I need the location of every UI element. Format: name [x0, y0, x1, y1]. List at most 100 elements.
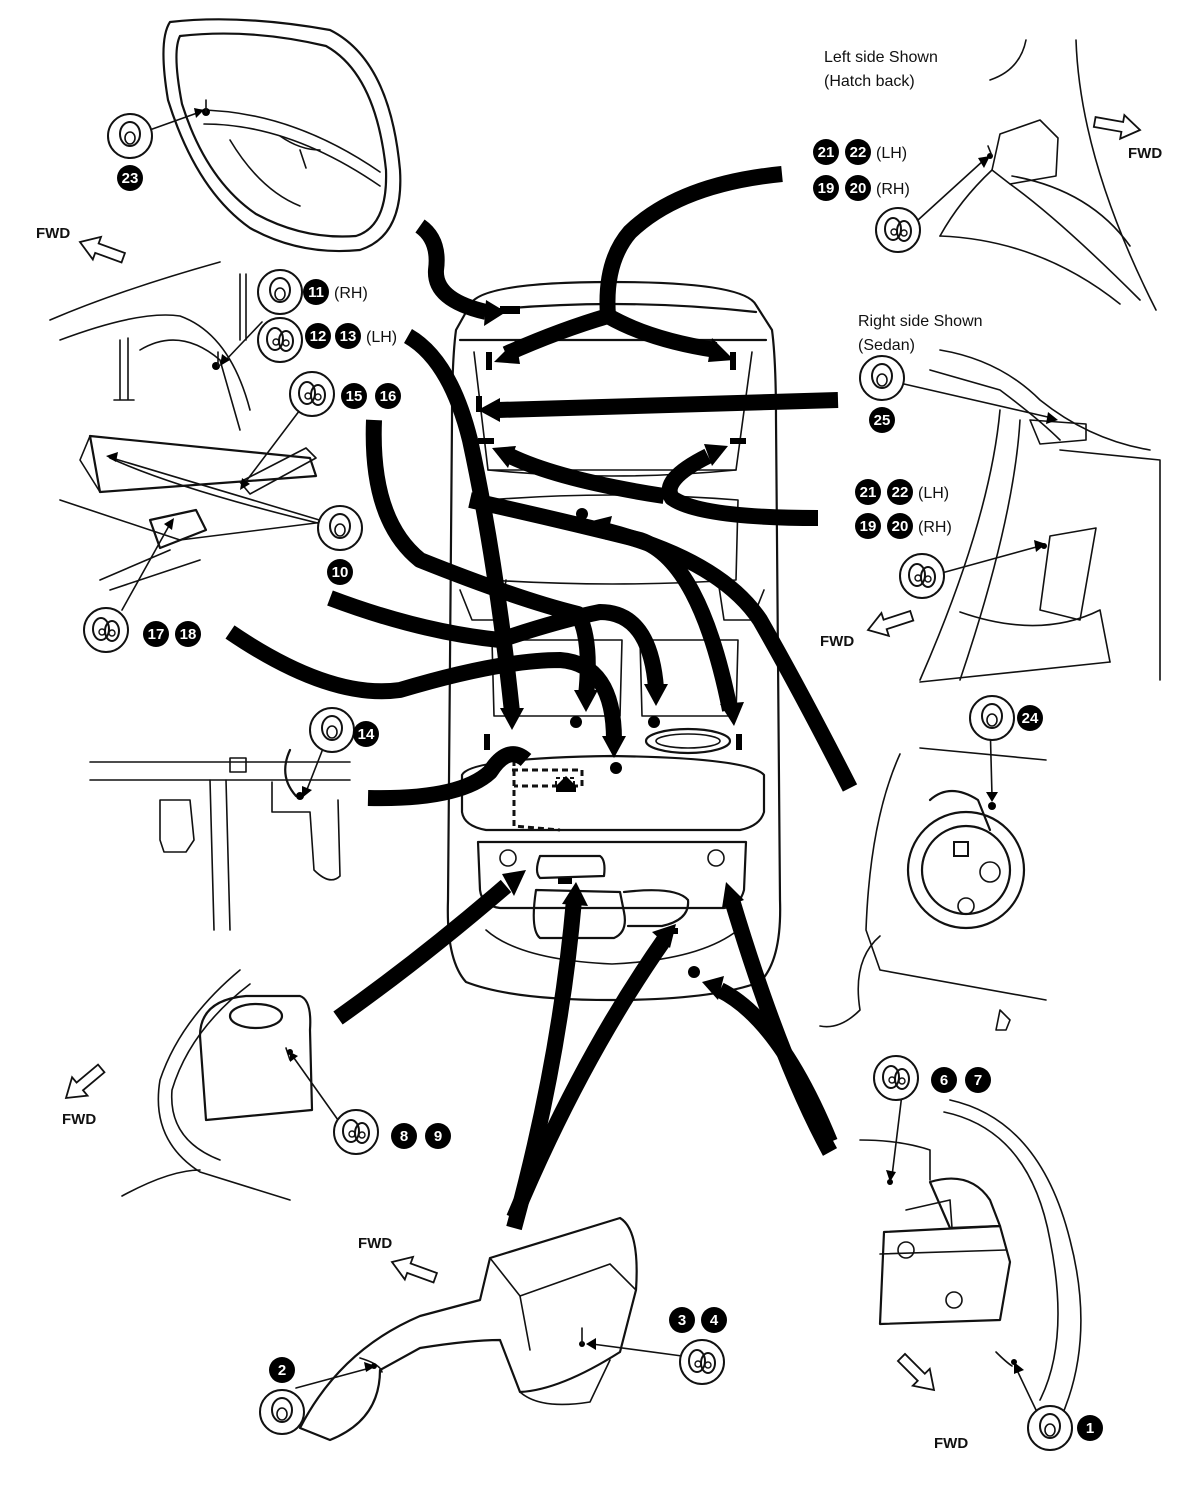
callout-23: 23: [117, 165, 143, 191]
svg-text:21: 21: [860, 484, 877, 501]
clip-icon: [317, 505, 363, 551]
clip-icon: [1027, 1405, 1073, 1451]
clip-icon: [899, 553, 945, 599]
callout-6: 6: [931, 1067, 957, 1093]
svg-text:13: 13: [340, 328, 357, 345]
fwd-arrow-icon: [1091, 109, 1143, 143]
view-battery: [859, 1099, 1082, 1421]
svg-text:10: 10: [332, 564, 349, 581]
fwd-arrow-icon: [74, 229, 129, 270]
callout-21b: 21: [855, 479, 881, 505]
harness-route-arrows: [225, 166, 858, 1231]
svg-text:18: 18: [180, 626, 197, 643]
clip-icon: [333, 1109, 379, 1155]
callout-12: 12: [305, 323, 331, 349]
svg-text:11: 11: [308, 284, 324, 301]
lh-label: (LH): [876, 145, 907, 162]
fwd-label: FWD: [62, 1111, 96, 1128]
svg-text:7: 7: [974, 1072, 982, 1089]
callout-24: 24: [1017, 705, 1043, 731]
view-sedan-pillar: [919, 349, 1161, 683]
svg-text:25: 25: [874, 412, 891, 429]
svg-text:20: 20: [850, 180, 867, 197]
svg-text:20: 20: [892, 518, 909, 535]
svg-text:2: 2: [278, 1362, 286, 1379]
fwd-label: FWD: [820, 633, 854, 650]
callout-8: 8: [391, 1123, 417, 1149]
callout-19b: 19: [855, 513, 881, 539]
svg-text:9: 9: [434, 1128, 442, 1145]
callout-19: 19: [813, 175, 839, 201]
svg-text:23: 23: [122, 170, 139, 187]
sedan-caption-line1: Right side Shown: [858, 313, 983, 330]
view-fuel-pump: [819, 747, 1047, 1031]
svg-text:19: 19: [860, 518, 877, 535]
view-hatchback-pillar: [939, 39, 1157, 311]
callout-1: 1: [1077, 1415, 1103, 1441]
sedan-caption-line2: (Sedan): [858, 337, 915, 354]
clip-icon: [859, 355, 905, 401]
clip-icon: [259, 1389, 305, 1435]
fwd-label: FWD: [36, 225, 70, 242]
clip-icon: [679, 1339, 725, 1385]
callout-10: 10: [327, 559, 353, 585]
view-washer-tank: [121, 969, 314, 1201]
callout-11: 11: [303, 279, 329, 305]
fwd-arrow-icon: [863, 603, 917, 643]
callout-7: 7: [965, 1067, 991, 1093]
svg-text:12: 12: [310, 328, 327, 345]
callout-3: 3: [669, 1307, 695, 1333]
fwd-label: FWD: [358, 1235, 392, 1252]
callout-18: 18: [175, 621, 201, 647]
callout-25: 25: [869, 407, 895, 433]
svg-text:3: 3: [678, 1312, 686, 1329]
fwd-indicators: FWD FWD FWD FWD FWD FWD: [36, 109, 1162, 1452]
clip-icon: [257, 269, 303, 315]
fwd-arrow-icon: [57, 1058, 110, 1109]
lh-label: (LH): [918, 485, 949, 502]
callout-16: 16: [375, 383, 401, 409]
svg-text:6: 6: [940, 1072, 948, 1089]
svg-text:4: 4: [710, 1312, 719, 1329]
rh-label: (RH): [918, 519, 952, 536]
callout-22b: 22: [887, 479, 913, 505]
svg-text:19: 19: [818, 180, 835, 197]
callout-21: 21: [813, 139, 839, 165]
svg-text:14: 14: [358, 726, 375, 743]
svg-text:21: 21: [818, 144, 835, 161]
rh-label: (RH): [876, 181, 910, 198]
hatchback-caption-line2: (Hatch back): [824, 73, 915, 90]
callout-badges: 23 11 (RH) 12 13 (LH) 15 16 10 17 18 14 …: [117, 139, 1103, 1441]
view-air-cleaner: [298, 1216, 638, 1442]
clip-icon: [969, 695, 1015, 741]
view-tailgate: [162, 18, 402, 253]
view-captions: Left side Shown (Hatch back) Right side …: [824, 49, 983, 354]
clip-icon: [107, 113, 153, 159]
callout-22: 22: [845, 139, 871, 165]
svg-text:24: 24: [1022, 710, 1039, 727]
svg-text:17: 17: [148, 626, 165, 643]
svg-text:22: 22: [850, 144, 867, 161]
callout-20: 20: [845, 175, 871, 201]
svg-text:1: 1: [1086, 1420, 1094, 1437]
view-body-sill: [89, 748, 351, 931]
svg-text:8: 8: [400, 1128, 408, 1145]
fwd-arrow-icon: [386, 1249, 441, 1290]
callout-14: 14: [353, 721, 379, 747]
callout-15: 15: [341, 383, 367, 409]
clip-icon: [289, 371, 335, 417]
callout-20b: 20: [887, 513, 913, 539]
fwd-arrow-icon: [892, 1348, 944, 1400]
callout-2: 2: [269, 1357, 295, 1383]
svg-text:22: 22: [892, 484, 909, 501]
callout-13: 13: [335, 323, 361, 349]
callout-9: 9: [425, 1123, 451, 1149]
svg-text:15: 15: [346, 388, 363, 405]
hatchback-caption-line1: Left side Shown: [824, 49, 938, 66]
clip-icon: [875, 207, 921, 253]
clip-icon: [309, 707, 355, 753]
fwd-label: FWD: [1128, 145, 1162, 162]
callout-4: 4: [701, 1307, 727, 1333]
clip-icon: [83, 607, 129, 653]
